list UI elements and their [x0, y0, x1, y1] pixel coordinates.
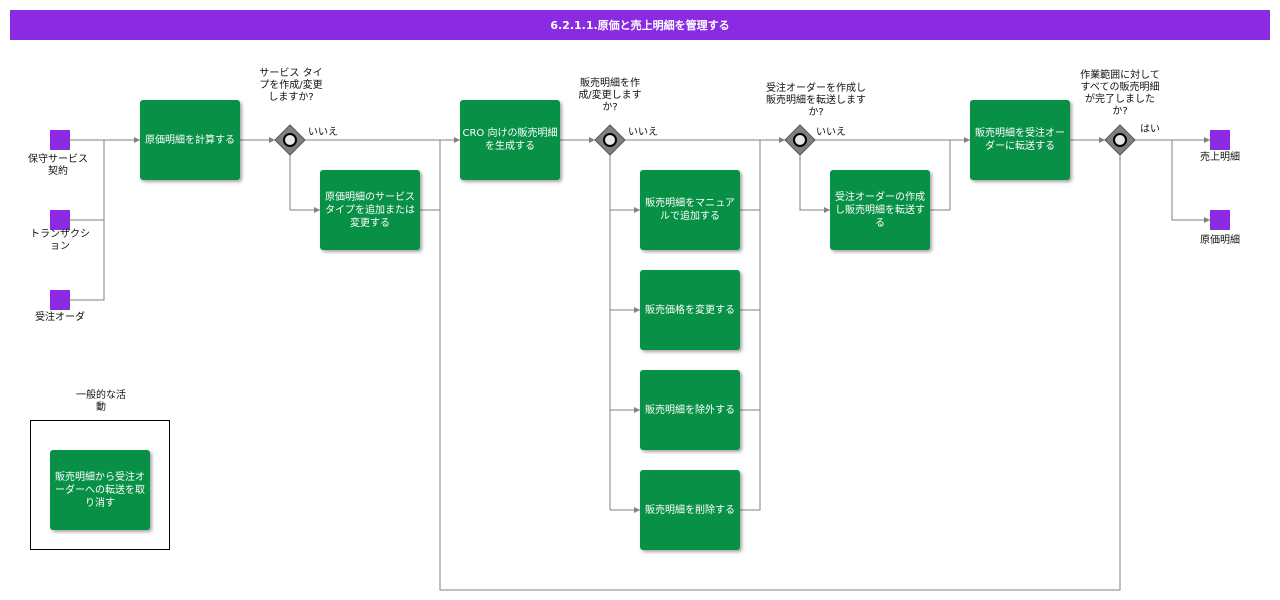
end-event-sales-lines[interactable] — [1210, 130, 1230, 150]
activity-exclude-line[interactable]: 販売明細を除外する — [640, 370, 740, 450]
edge-label-yes: はい — [1140, 124, 1160, 135]
activity-cancel-transfer[interactable]: 販売明細から受注オーダーへの転送を取り消す — [50, 450, 150, 530]
activity-gen-sales-line[interactable]: CRO 向けの販売明細を生成する — [460, 100, 560, 180]
start-event-service-contract-label: 保守サービス契約 — [28, 154, 88, 177]
gateway-4-question: 作業範囲に対してすべての販売明細が完了しましたか? — [1080, 70, 1160, 117]
gateway-3-question: 受注オーダーを作成し販売明細を転送しますか? — [766, 83, 866, 118]
start-event-transaction[interactable] — [50, 210, 70, 230]
activity-create-order-transfer[interactable]: 受注オーダーの作成し販売明細を転送する — [830, 170, 930, 250]
start-event-order[interactable] — [50, 290, 70, 310]
end-event-sales-lines-label: 売上明細 — [1200, 152, 1240, 163]
start-event-service-contract[interactable] — [50, 130, 70, 150]
edge-label-no-1: いいえ — [308, 127, 338, 138]
activity-change-price[interactable]: 販売価格を変更する — [640, 270, 740, 350]
end-event-cost-lines[interactable] — [1210, 210, 1230, 230]
gateway-2-question: 販売明細を作成/変更しますか? — [578, 78, 642, 113]
activity-transfer-to-order[interactable]: 販売明細を受注オーダーに転送する — [970, 100, 1070, 180]
activity-calc-cost[interactable]: 原価明細を計算する — [140, 100, 240, 180]
activity-add-manual[interactable]: 販売明細をマニュアルで追加する — [640, 170, 740, 250]
legend-title: 一般的な活動 — [76, 390, 126, 413]
gateway-all-lines-complete[interactable] — [1105, 125, 1135, 155]
flow-connectors — [70, 137, 1210, 591]
gateway-create-sales-line[interactable] — [595, 125, 625, 155]
gateway-1-question: サービス タイプを作成/変更しますか? — [259, 68, 323, 103]
activity-delete-line[interactable]: 販売明細を削除する — [640, 470, 740, 550]
gateway-create-order[interactable] — [785, 125, 815, 155]
start-event-order-label: 受注オーダ — [35, 312, 85, 323]
gateway-create-service-type[interactable] — [275, 125, 305, 155]
edge-label-no-3: いいえ — [816, 127, 846, 138]
edge-label-no-2: いいえ — [628, 127, 658, 138]
activity-add-service-type[interactable]: 原価明細のサービス タイプを追加または変更する — [320, 170, 420, 250]
start-event-transaction-label: トランザクション — [30, 229, 90, 252]
gateway-shapes — [274, 124, 1136, 156]
diagram-title: 6.2.1.1.原価と売上明細を管理する — [10, 10, 1270, 40]
end-event-cost-lines-label: 原価明細 — [1200, 235, 1240, 246]
legend-frame — [30, 420, 170, 550]
